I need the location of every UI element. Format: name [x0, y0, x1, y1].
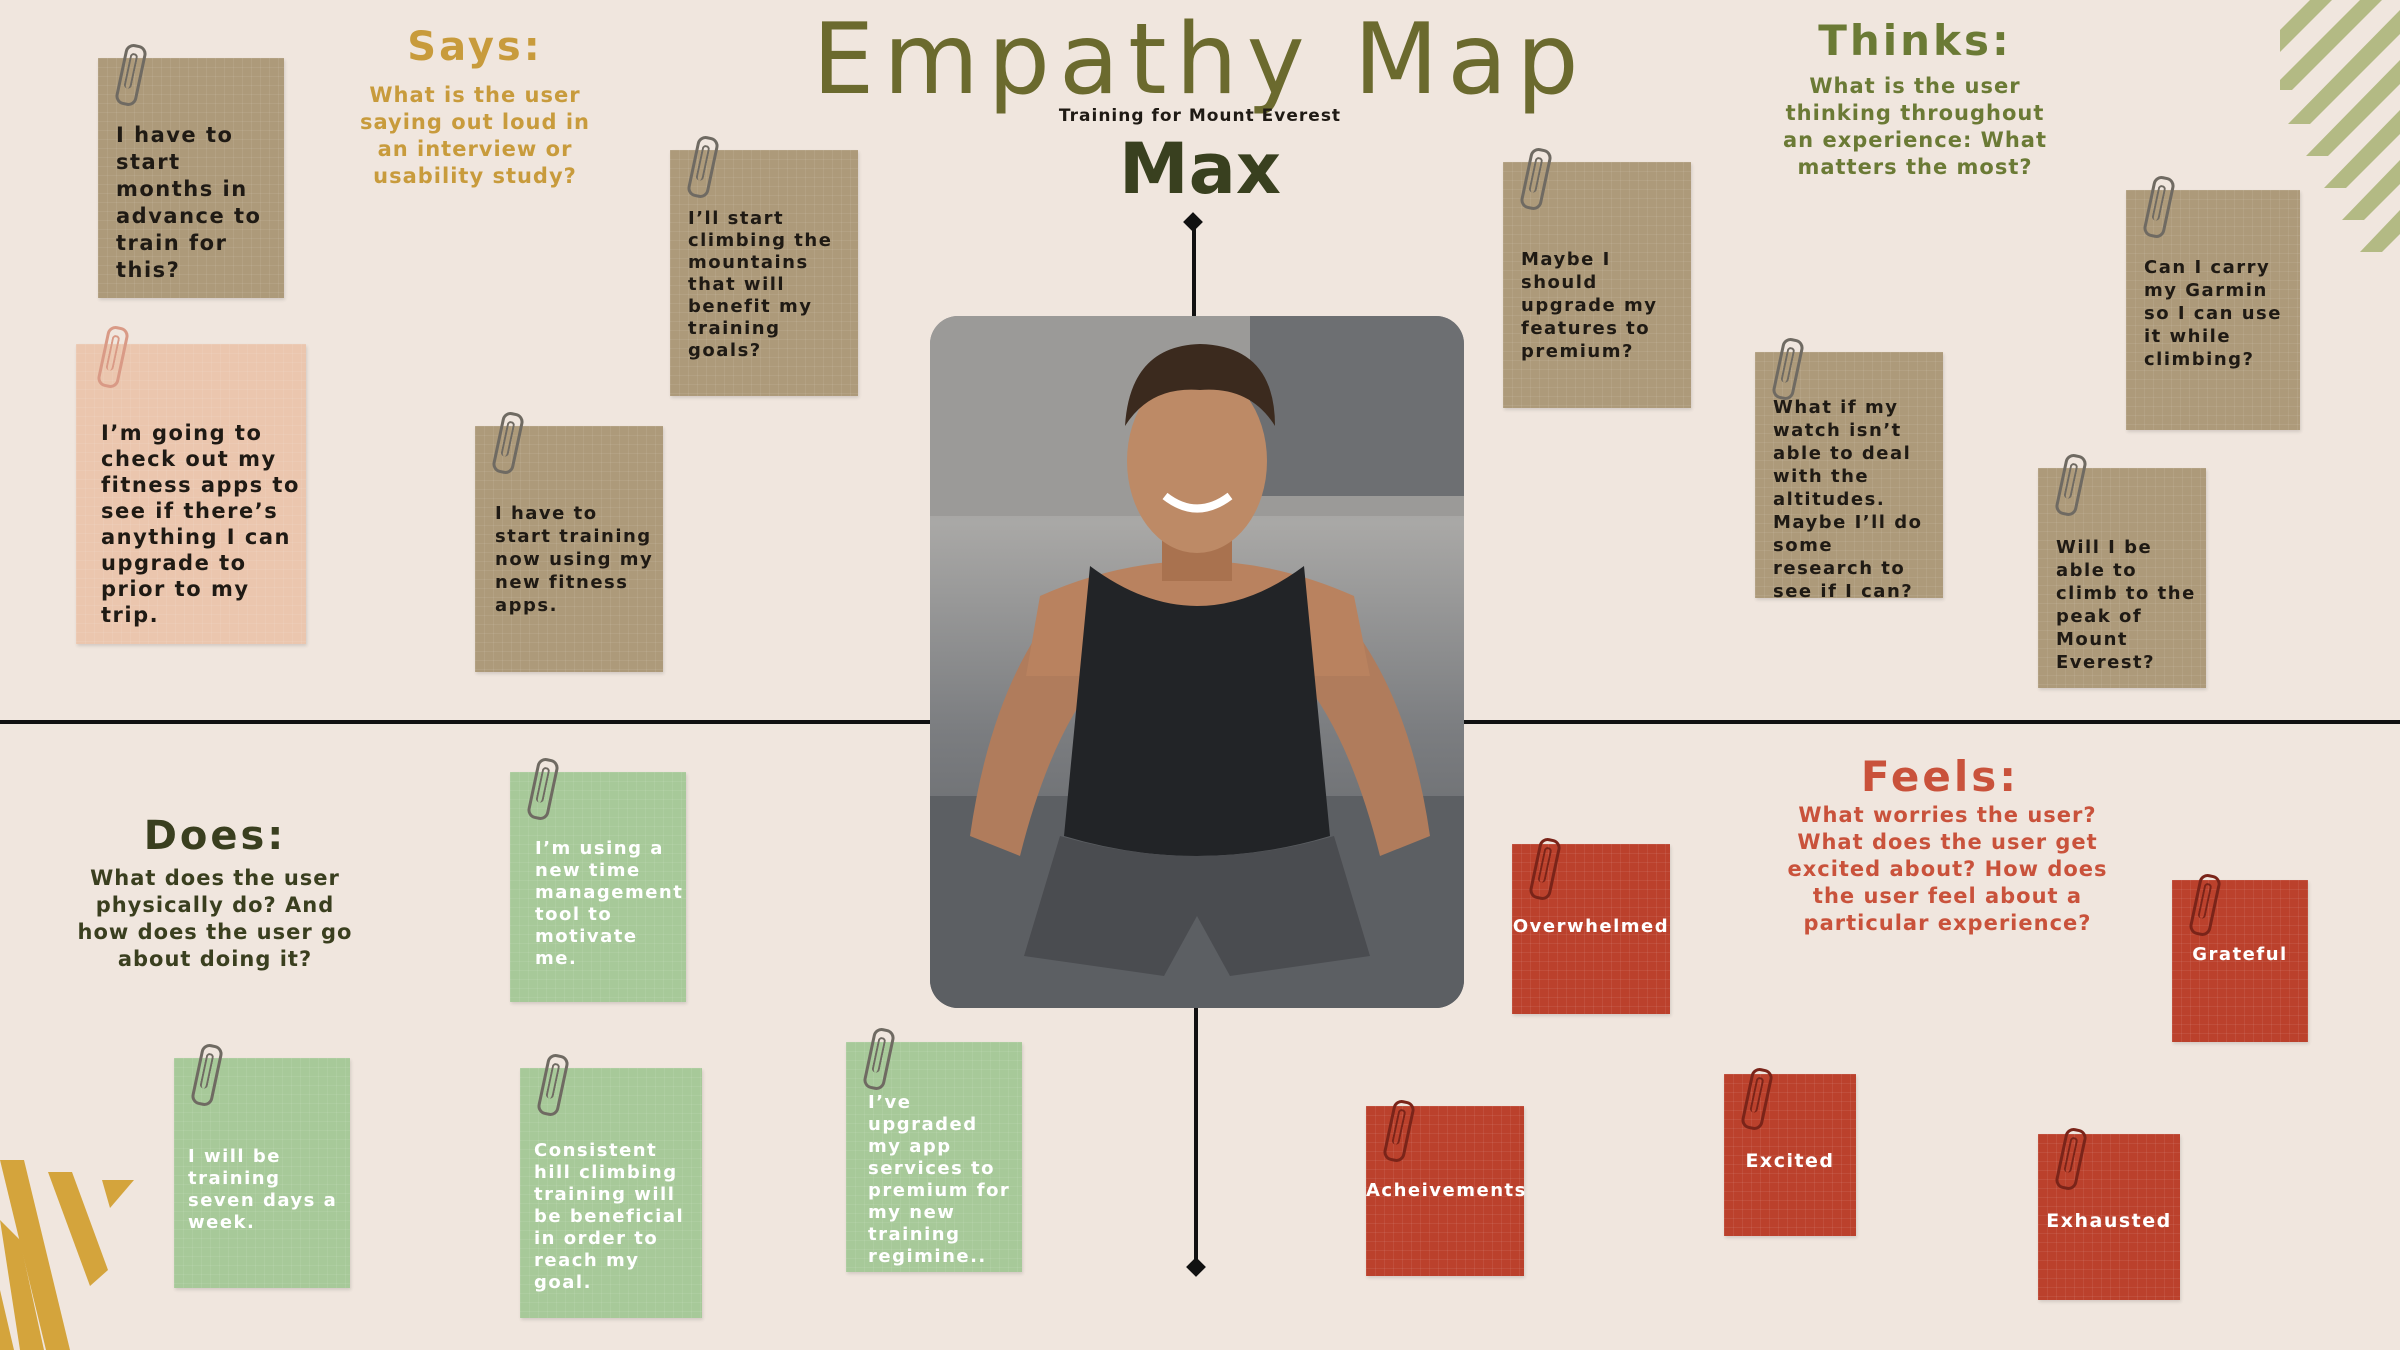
feels-note-grateful[interactable]: Grateful	[2172, 872, 2308, 1042]
says-note-1[interactable]: I have to start months in advance to tra…	[98, 42, 284, 298]
feels-note-acheivements[interactable]: Acheivements	[1366, 1098, 1527, 1276]
feels-note-grateful-text: Grateful	[2192, 944, 2288, 965]
does-heading: Does:	[143, 813, 287, 859]
does-note-4[interactable]: I’ve upgraded my app services to premium…	[846, 1026, 1022, 1272]
paperclip-icon	[525, 756, 561, 822]
page-subtitle: Training for Mount Everest	[1058, 106, 1342, 126]
diamond-top	[1183, 212, 1203, 232]
feels-note-acheivements-text: Acheivements	[1366, 1180, 1527, 1201]
paperclip-icon	[1770, 336, 1806, 402]
paperclip-icon	[2053, 452, 2089, 518]
paperclip-icon	[1739, 1066, 1775, 1132]
says-prompt: What is the user saying out loud in an i…	[360, 83, 590, 188]
thinks-note-1[interactable]: Maybe I should upgrade my features to pr…	[1503, 146, 1691, 408]
paperclip-icon	[535, 1052, 571, 1118]
does-note-2[interactable]: I will be training seven days a week.	[174, 1042, 350, 1288]
does-note-1[interactable]: I’m using a new time management tool to …	[510, 756, 686, 1002]
says-note-3-text: I’ll start climbing the mountains that w…	[688, 208, 833, 361]
says-note-4[interactable]: I have to start training now using my ne…	[475, 410, 663, 672]
thinks-note-2[interactable]: What if my watch isn’t able to deal with…	[1755, 336, 1943, 602]
paperclip-icon	[1381, 1098, 1417, 1164]
decorative-stripes-bottom-left	[0, 1160, 134, 1350]
feels-note-overwhelmed-text: Overwhelmed	[1512, 916, 1670, 937]
feels-heading: Feels:	[1860, 752, 2020, 801]
paperclip-icon	[113, 42, 149, 108]
thinks-note-4-text: Will I be able to climb to the peak of M…	[2056, 537, 2196, 673]
paperclip-icon	[861, 1026, 897, 1092]
thinks-prompt: What is the user thinking throughout an …	[1783, 74, 2047, 179]
says-note-4-text: I have to start training now using my ne…	[495, 503, 654, 616]
diamond-bottom	[1186, 1257, 1206, 1277]
feels-prompt: What worries the user? What does the use…	[1787, 803, 2108, 935]
does-note-4-text: I’ve upgraded my app services to premium…	[868, 1092, 1011, 1267]
decorative-stripes-top-right	[2280, 0, 2400, 252]
paperclip-icon	[1518, 146, 1554, 212]
paperclip-icon	[2187, 872, 2223, 938]
thinks-note-4[interactable]: Will I be able to climb to the peak of M…	[2038, 452, 2206, 688]
feels-note-excited[interactable]: Excited	[1724, 1066, 1856, 1236]
persona-name: Max	[1118, 128, 1282, 210]
thinks-heading: Thinks:	[1818, 16, 2012, 65]
persona-photo	[930, 316, 1464, 1008]
paperclip-icon	[1527, 836, 1563, 902]
thinks-note-1-text: Maybe I should upgrade my features to pr…	[1521, 249, 1658, 362]
does-note-1-text: I’m using a new time management tool to …	[535, 838, 684, 969]
paperclip-icon	[95, 324, 131, 390]
feels-note-exhausted-text: Exhausted	[2046, 1210, 2172, 1232]
says-note-2-text: I’m going to check out my fitness apps t…	[101, 421, 300, 627]
paperclip-icon	[685, 134, 721, 200]
thinks-note-3-text: Can I carry my Garmin so I can use it wh…	[2144, 257, 2282, 370]
says-note-2[interactable]: I’m going to check out my fitness apps t…	[76, 324, 306, 644]
does-note-3[interactable]: Consistent hill climbing training will b…	[520, 1052, 702, 1318]
does-note-2-text: I will be training seven days a week.	[188, 1146, 338, 1233]
says-note-3[interactable]: I’ll start climbing the mountains that w…	[670, 134, 858, 396]
paperclip-icon	[2053, 1126, 2089, 1192]
paperclip-icon	[2141, 174, 2177, 240]
feels-note-excited-text: Excited	[1745, 1150, 1835, 1172]
does-note-3-text: Consistent hill climbing training will b…	[534, 1140, 685, 1293]
vertical-divider-bottom	[1194, 1000, 1198, 1265]
says-note-1-text: I have to start months in advance to tra…	[116, 123, 262, 282]
feels-note-exhausted[interactable]: Exhausted	[2038, 1126, 2180, 1300]
vertical-divider-top	[1192, 222, 1196, 322]
does-prompt: What does the user physically do? And ho…	[77, 866, 353, 971]
paperclip-icon	[189, 1042, 225, 1108]
thinks-note-2-text: What if my watch isn’t able to deal with…	[1773, 397, 1923, 602]
page-title: Empathy Map	[812, 3, 1588, 117]
paperclip-icon	[490, 410, 526, 476]
feels-note-overwhelmed[interactable]: Overwhelmed	[1512, 836, 1670, 1014]
thinks-note-3[interactable]: Can I carry my Garmin so I can use it wh…	[2126, 174, 2300, 430]
says-heading: Says:	[407, 24, 543, 70]
